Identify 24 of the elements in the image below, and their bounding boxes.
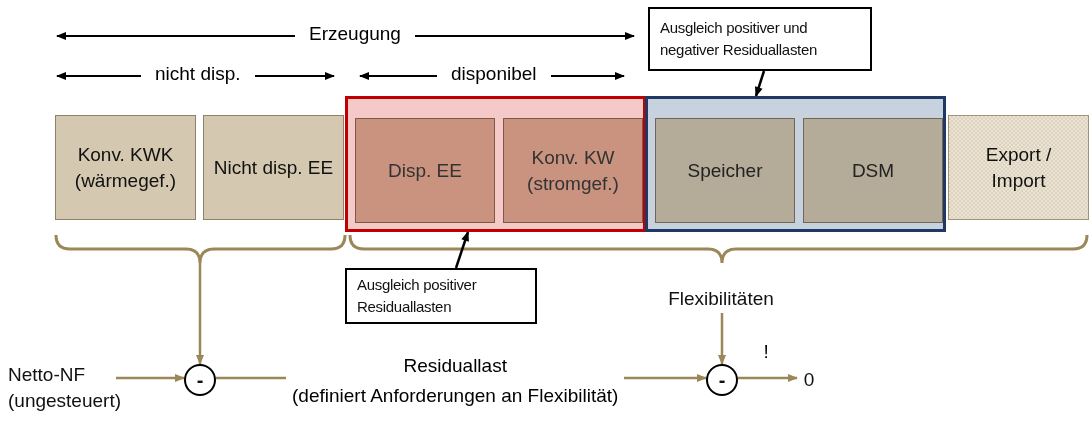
arrow bbox=[116, 374, 185, 382]
process-box: Export / Import bbox=[948, 115, 1089, 220]
curly-bracket bbox=[54, 234, 347, 265]
callout-box: Ausgleich positiver und negativer Residuallasten bbox=[648, 7, 872, 71]
group-frame bbox=[645, 96, 946, 232]
arrow bbox=[754, 70, 766, 97]
arrow bbox=[718, 313, 726, 365]
callout-box: Ausgleich positiver Residuallasten bbox=[345, 268, 537, 324]
arrow bbox=[738, 374, 798, 382]
process-box: Disp. EE bbox=[355, 118, 495, 223]
text-label: 0 bbox=[797, 366, 821, 394]
process-box: Speicher bbox=[655, 118, 795, 223]
operator-circle: - bbox=[184, 364, 216, 396]
process-box: Nicht disp. EE bbox=[203, 115, 344, 220]
edge-label: ! bbox=[762, 340, 770, 364]
group-frame bbox=[345, 96, 646, 232]
operator-circle: - bbox=[706, 364, 738, 396]
arrow bbox=[454, 231, 470, 269]
arrow bbox=[196, 263, 204, 365]
process-box: DSM bbox=[803, 118, 943, 223]
text-label: Flexibilitäten bbox=[655, 285, 787, 313]
text-label: Netto-NF (ungesteuert) bbox=[8, 360, 158, 416]
process-box: Konv. KW (stromgef.) bbox=[503, 118, 643, 223]
process-box: Konv. KWK (wärmegef.) bbox=[55, 115, 196, 220]
